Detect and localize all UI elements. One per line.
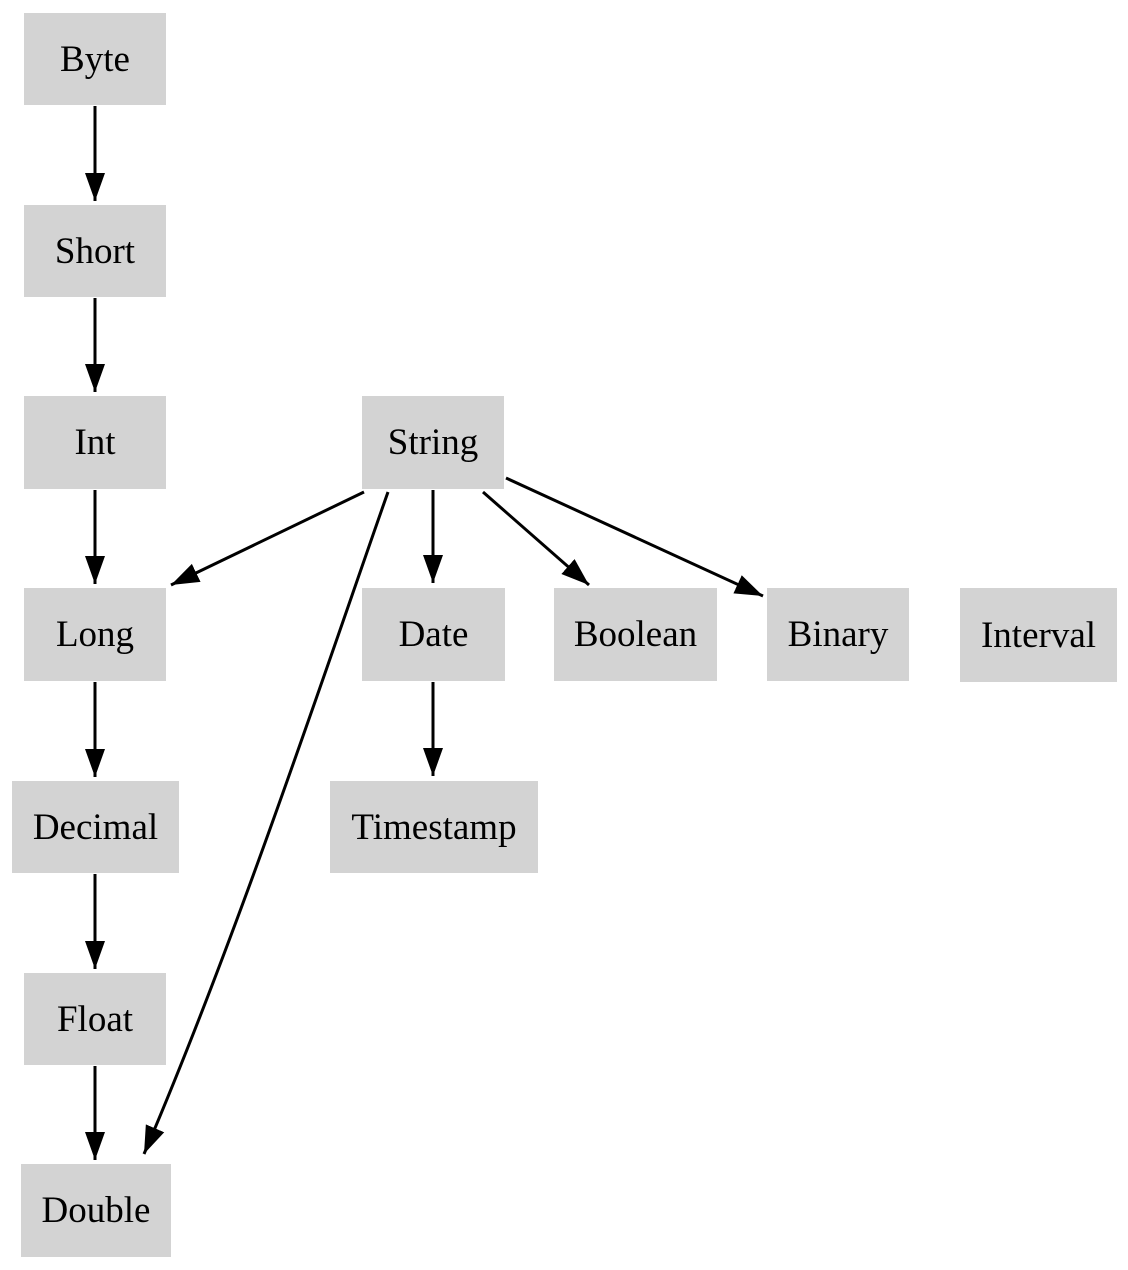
node-label-long: Long (55, 614, 135, 655)
node-label-binary: Binary (787, 614, 889, 655)
node-label-date: Date (398, 614, 469, 655)
node-boolean: Boolean (554, 588, 717, 681)
node-byte: Byte (24, 13, 166, 105)
node-label-byte: Byte (60, 38, 130, 80)
node-label-boolean: Boolean (573, 614, 698, 655)
node-label-string: String (387, 422, 479, 463)
node-long: Long (24, 588, 166, 681)
edge-string-to-binary (505, 476, 764, 598)
node-label-double: Double (41, 1190, 151, 1231)
edge-string-to-double (142, 491, 390, 1155)
node-int: Int (24, 396, 166, 489)
node-binary: Binary (767, 588, 909, 681)
node-decimal: Decimal (12, 781, 179, 873)
node-label-short: Short (54, 230, 136, 272)
node-double: Double (21, 1164, 171, 1257)
node-float: Float (24, 973, 166, 1065)
node-label-timestamp: Timestamp (351, 806, 517, 848)
node-timestamp: Timestamp (330, 781, 538, 873)
edge-string-to-long (170, 490, 365, 587)
edges-group (85, 106, 764, 1160)
node-label-decimal: Decimal (32, 806, 159, 848)
node-label-float: Float (56, 998, 134, 1040)
node-label-int: Int (74, 422, 116, 463)
node-date: Date (362, 588, 505, 681)
node-short: Short (24, 205, 166, 297)
edge-string-to-boolean (482, 490, 590, 587)
node-interval: Interval (960, 588, 1117, 682)
node-label-interval: Interval (980, 614, 1097, 656)
node-string: String (362, 396, 504, 489)
